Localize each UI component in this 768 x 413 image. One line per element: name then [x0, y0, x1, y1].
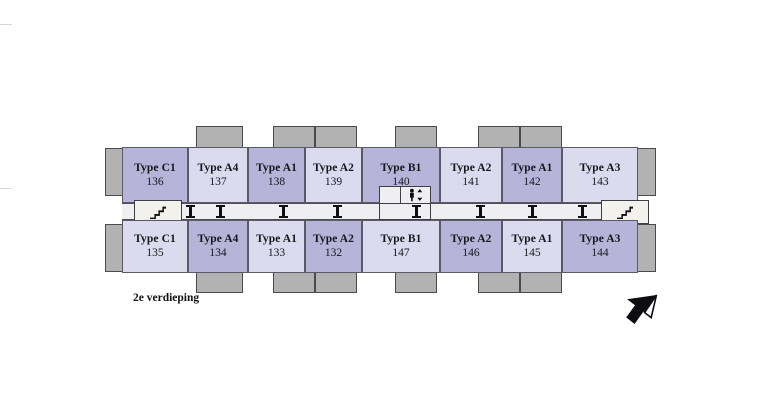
unit-type-label: Type A1	[511, 233, 553, 246]
core-cell-left	[380, 187, 400, 203]
unit-138[interactable]: Type A1 138	[248, 147, 305, 203]
unit-146[interactable]: Type A2 146	[440, 220, 502, 273]
balcony-top-3	[315, 126, 357, 148]
unit-147[interactable]: Type B1 147	[362, 220, 440, 273]
front-door-icon	[528, 205, 537, 218]
unit-136[interactable]: Type C1 136	[122, 147, 188, 203]
unit-133[interactable]: Type A1 133	[248, 220, 305, 273]
unit-type-label: Type A4	[197, 161, 239, 174]
unit-number: 140	[392, 175, 410, 188]
unit-number: 137	[209, 175, 227, 188]
unit-number: 144	[591, 247, 609, 259]
front-door-icon	[578, 205, 587, 218]
unit-type-label: Type A4	[197, 233, 239, 246]
core-spine	[379, 203, 431, 220]
unit-144[interactable]: Type A3 144	[562, 220, 638, 273]
north-arrow-icon	[626, 294, 658, 324]
front-door-icon	[216, 205, 225, 218]
unit-number: 139	[324, 175, 343, 188]
balcony-top-2	[273, 126, 315, 148]
unit-145[interactable]: Type A1 145	[502, 220, 562, 273]
unit-type-label: Type A2	[450, 233, 492, 246]
unit-type-label: Type B1	[380, 161, 422, 174]
balcony-bottom-3	[315, 271, 357, 293]
front-door-icon	[476, 205, 485, 218]
unit-142[interactable]: Type A1 142	[502, 147, 562, 203]
unit-number: 138	[267, 175, 286, 188]
unit-type-label: Type A1	[255, 233, 298, 246]
balcony-bottom-4	[395, 271, 437, 293]
unit-type-label: Type A3	[579, 233, 621, 246]
unit-number: 147	[392, 247, 410, 259]
floor-caption: 2e verdieping	[133, 292, 200, 304]
unit-type-label: Type A3	[579, 161, 621, 174]
unit-137[interactable]: Type A4 137	[188, 147, 248, 203]
balcony-top-5	[478, 126, 520, 148]
core-upper[interactable]	[379, 186, 431, 204]
balcony-bottom-1	[196, 271, 243, 293]
unit-type-label: Type A2	[450, 161, 492, 174]
balcony-bottom-5	[478, 271, 520, 293]
front-door-icon	[279, 205, 288, 218]
unit-number: 135	[146, 247, 164, 259]
balcony-top-1	[196, 126, 243, 148]
front-door-icon	[186, 205, 195, 218]
unit-143[interactable]: Type A3 143	[562, 147, 638, 203]
unit-type-label: Type A1	[511, 161, 553, 174]
unit-type-label: Type A1	[255, 161, 298, 174]
stair-icon	[617, 206, 633, 219]
unit-number: 141	[462, 175, 480, 188]
unit-type-label: Type A2	[312, 233, 355, 246]
front-door-icon	[412, 205, 421, 218]
unit-141[interactable]: Type A2 141	[440, 147, 502, 203]
unit-number: 145	[523, 247, 541, 259]
unit-type-label: Type C1	[134, 233, 176, 246]
unit-134[interactable]: Type A4 134	[188, 220, 248, 273]
balcony-top-4	[395, 126, 437, 148]
core-cell-elevator[interactable]	[400, 187, 430, 203]
page-edge-rule-top	[0, 24, 12, 25]
unit-number: 143	[591, 175, 609, 188]
unit-number: 133	[267, 247, 286, 259]
unit-number: 132	[324, 247, 343, 259]
unit-type-label: Type A2	[312, 161, 355, 174]
balcony-bottom-2	[273, 271, 315, 293]
unit-type-label: Type B1	[380, 233, 422, 246]
page-edge-rule-bottom	[0, 188, 12, 189]
unit-132[interactable]: Type A2 132	[305, 220, 362, 273]
unit-number: 146	[462, 247, 480, 259]
unit-number: 134	[209, 247, 227, 259]
unit-139[interactable]: Type A2 139	[305, 147, 362, 203]
balcony-top-6	[520, 126, 562, 148]
unit-number: 142	[523, 175, 541, 188]
elevator-icon	[409, 188, 422, 202]
unit-number: 136	[146, 175, 164, 188]
front-door-icon	[333, 205, 342, 218]
stair-icon	[150, 206, 166, 219]
unit-type-label: Type C1	[134, 161, 176, 174]
balcony-bottom-6	[520, 271, 562, 293]
unit-135[interactable]: Type C1 135	[122, 220, 188, 273]
